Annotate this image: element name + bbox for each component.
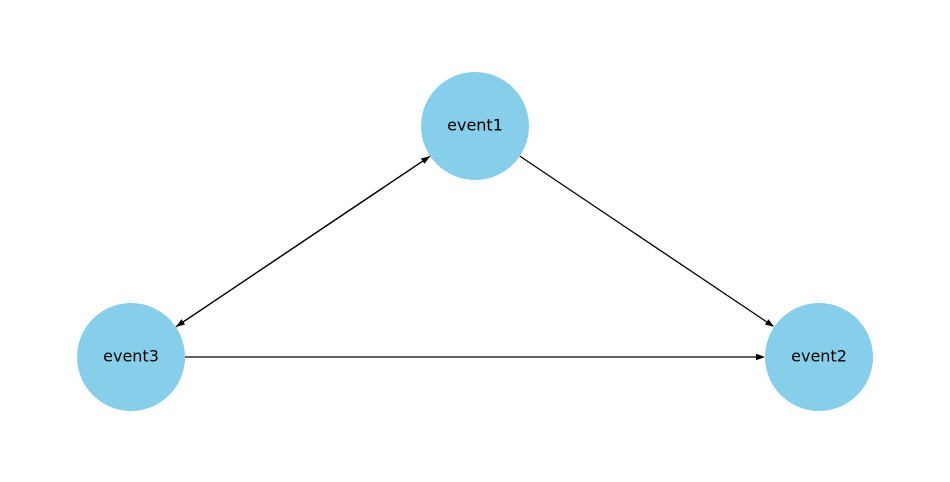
- node-event1: event1: [421, 72, 529, 180]
- edge-line: [175, 160, 424, 328]
- arrowhead: [420, 156, 431, 164]
- node-label-event2: event2: [791, 347, 847, 366]
- nodes-layer: event1 event2 event3: [77, 72, 873, 411]
- node-label-event3: event3: [103, 347, 159, 366]
- edge-line: [519, 155, 768, 323]
- node-label-event1: event1: [447, 116, 503, 135]
- node-event3: event3: [77, 303, 185, 411]
- node-circle: [421, 72, 529, 180]
- edge-event3-to-event2: [185, 353, 765, 361]
- node-circle: [765, 303, 873, 411]
- edge-event3-to-event1: [175, 156, 431, 328]
- arrowhead: [764, 319, 775, 327]
- node-event2: event2: [765, 303, 873, 411]
- edge-event1-to-event2: [519, 155, 775, 327]
- node-circle: [77, 303, 185, 411]
- arrowhead: [756, 353, 765, 361]
- edges-layer: [175, 155, 775, 361]
